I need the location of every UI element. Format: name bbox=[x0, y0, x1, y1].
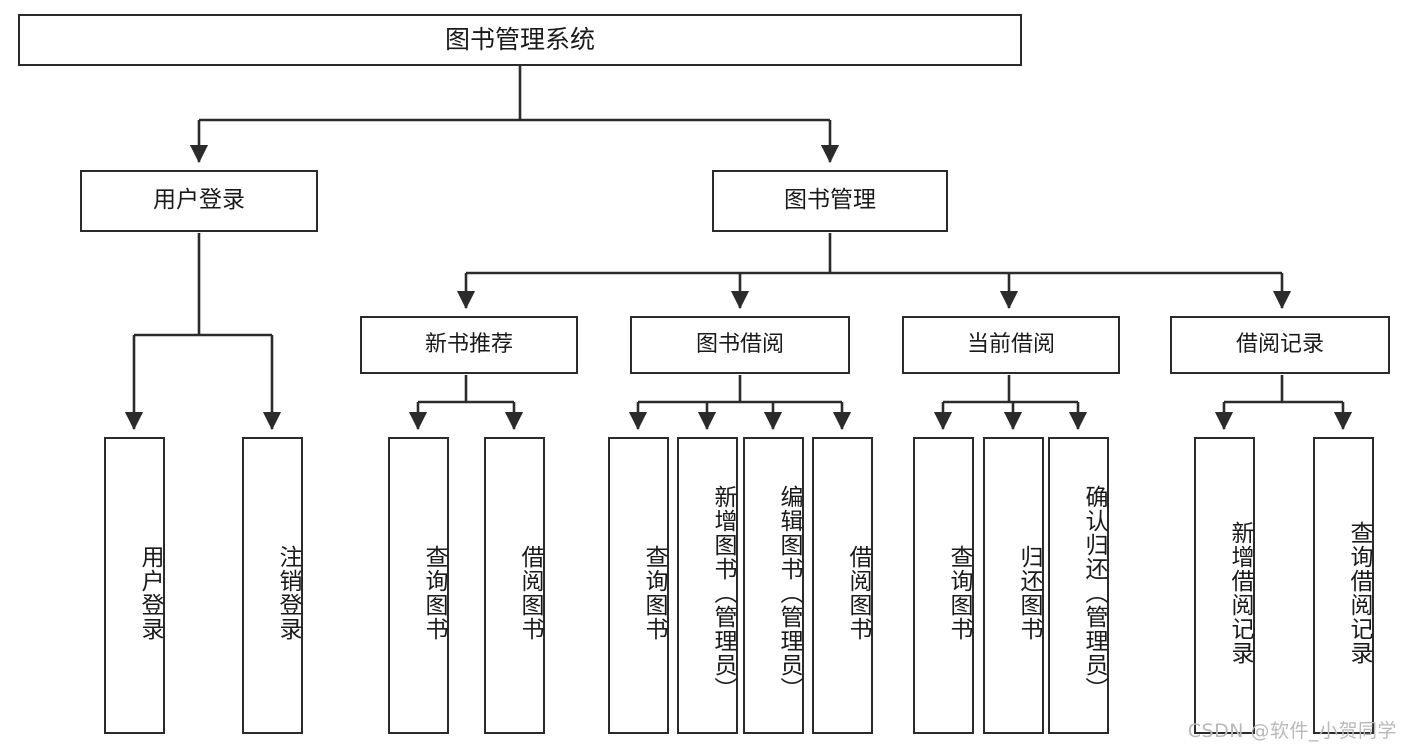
node-leaf-current-query-book[interactable]: 查询图书 bbox=[913, 437, 974, 734]
node-leaf-borrow-add-book[interactable]: 新增图书（管理员） bbox=[677, 437, 738, 734]
node-leaf-current-confirm-return[interactable]: 确认归还（管理员） bbox=[1048, 437, 1109, 734]
node-new-book-recommend[interactable]: 新书推荐 bbox=[360, 316, 578, 374]
node-leaf-current-return-book[interactable]: 归还图书 bbox=[983, 437, 1044, 734]
node-leaf-borrow-borrow-book-label: 借阅图书 bbox=[845, 544, 871, 641]
node-leaf-user-login-label: 用户登录 bbox=[137, 544, 163, 641]
node-current-borrow-label: 当前借阅 bbox=[966, 332, 1055, 358]
node-current-borrow[interactable]: 当前借阅 bbox=[902, 316, 1120, 374]
node-user-login[interactable]: 用户登录 bbox=[80, 170, 318, 232]
node-leaf-borrow-edit-book-label: 编辑图书（管理员） bbox=[776, 484, 802, 701]
node-user-login-label: 用户登录 bbox=[153, 187, 245, 214]
node-book-borrow-label: 图书借阅 bbox=[695, 332, 784, 358]
node-leaf-current-return-book-label: 归还图书 bbox=[1016, 544, 1042, 641]
node-leaf-borrow-add-book-label: 新增图书（管理员） bbox=[710, 484, 736, 701]
node-leaf-current-query-book-label: 查询图书 bbox=[946, 544, 972, 641]
node-new-book-recommend-label: 新书推荐 bbox=[424, 332, 513, 358]
node-leaf-logout[interactable]: 注销登录 bbox=[242, 437, 303, 734]
node-leaf-records-query-record[interactable]: 查询借阅记录 bbox=[1313, 437, 1374, 734]
node-leaf-records-add-record[interactable]: 新增借阅记录 bbox=[1194, 437, 1255, 734]
node-leaf-records-query-record-label: 查询借阅记录 bbox=[1346, 520, 1372, 665]
node-root-label: 图书管理系统 bbox=[444, 25, 595, 55]
node-leaf-borrow-query-book-label: 查询图书 bbox=[641, 544, 667, 641]
csdn-watermark: CSDN @软件_小贺同学 bbox=[1187, 720, 1397, 742]
node-leaf-newbook-borrow-book[interactable]: 借阅图书 bbox=[484, 437, 545, 734]
node-leaf-borrow-edit-book[interactable]: 编辑图书（管理员） bbox=[743, 437, 804, 734]
node-leaf-user-login[interactable]: 用户登录 bbox=[104, 437, 165, 734]
node-leaf-newbook-query-book[interactable]: 查询图书 bbox=[388, 437, 449, 734]
node-leaf-newbook-borrow-book-label: 借阅图书 bbox=[517, 544, 543, 641]
node-book-management[interactable]: 图书管理 bbox=[712, 170, 948, 232]
node-leaf-current-confirm-return-label: 确认归还（管理员） bbox=[1081, 484, 1107, 701]
node-book-management-label: 图书管理 bbox=[784, 187, 876, 214]
node-leaf-records-add-record-label: 新增借阅记录 bbox=[1227, 520, 1253, 665]
node-leaf-borrow-query-book[interactable]: 查询图书 bbox=[608, 437, 669, 734]
node-root[interactable]: 图书管理系统 bbox=[18, 14, 1022, 66]
node-borrow-records[interactable]: 借阅记录 bbox=[1170, 316, 1390, 374]
node-leaf-borrow-borrow-book[interactable]: 借阅图书 bbox=[812, 437, 873, 734]
node-borrow-records-label: 借阅记录 bbox=[1235, 332, 1324, 358]
node-book-borrow[interactable]: 图书借阅 bbox=[630, 316, 850, 374]
node-leaf-logout-label: 注销登录 bbox=[275, 544, 301, 641]
node-leaf-newbook-query-book-label: 查询图书 bbox=[421, 544, 447, 641]
